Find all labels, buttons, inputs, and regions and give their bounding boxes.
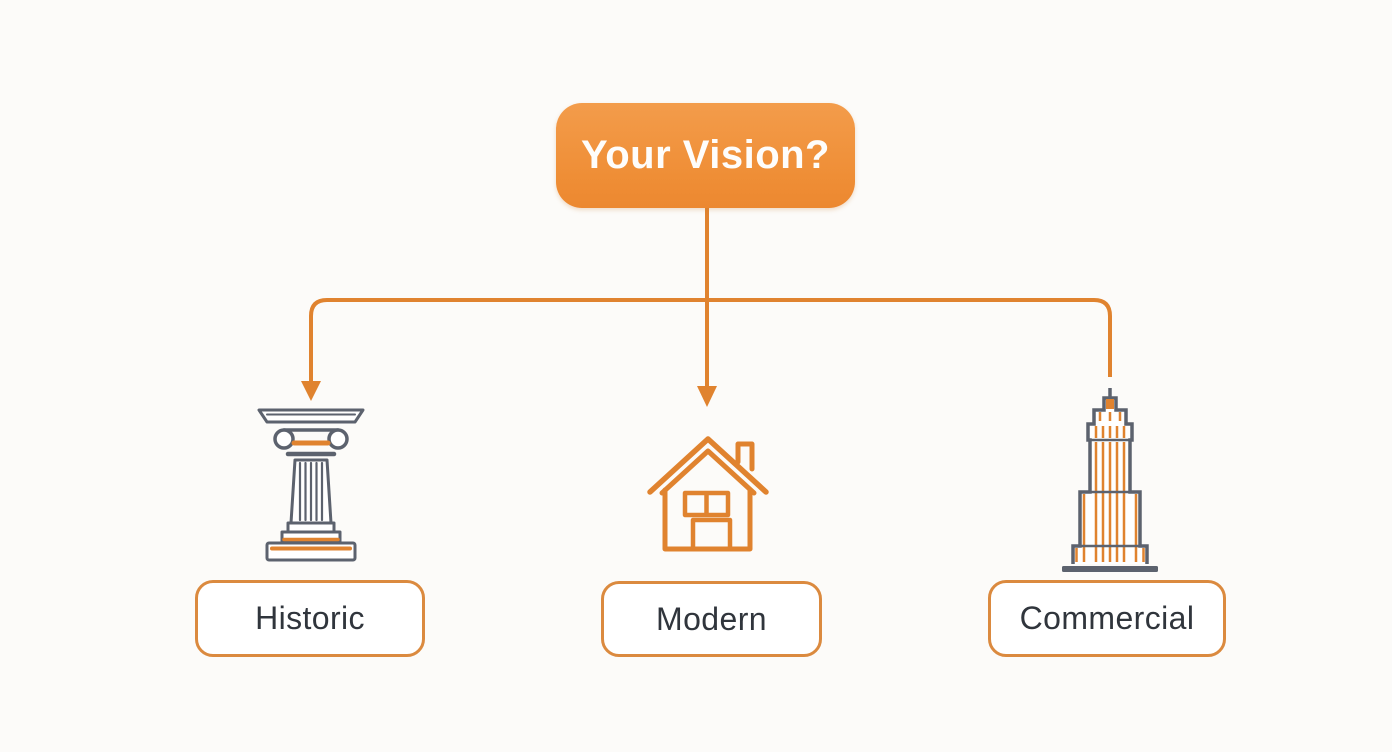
skyscraper-spire-tip (1106, 399, 1114, 409)
leaf-node-historic: Historic (195, 580, 425, 657)
column-fluting (298, 461, 324, 522)
leaf-label-commercial: Commercial (1019, 600, 1195, 636)
skyscraper-ground-bar (1062, 566, 1158, 572)
column-volute-left (273, 428, 295, 450)
skyscraper-icon (1062, 388, 1158, 572)
root-node: Your Vision? (556, 103, 855, 208)
leaf-node-modern: Modern (601, 581, 822, 657)
skyscraper-stripes-wings (1082, 494, 1138, 562)
column-abacus (257, 408, 365, 424)
skyscraper-stripes-shaft (1094, 442, 1126, 562)
classical-column-icon (257, 408, 365, 562)
leaf-label-historic: Historic (255, 600, 365, 636)
arrow-down-left-icon (301, 381, 321, 401)
arrow-down-middle-icon (697, 386, 717, 407)
house-icon (647, 436, 769, 552)
column-volute-right (327, 428, 349, 450)
leaf-node-commercial: Commercial (988, 580, 1226, 657)
house-window (682, 490, 731, 518)
column-base-slab (265, 541, 357, 562)
house-door (690, 517, 733, 552)
connector-bracket-line (309, 298, 1112, 383)
house-roof-outer (647, 436, 769, 495)
house-roof-inner (659, 448, 757, 496)
leaf-label-modern: Modern (656, 600, 767, 637)
root-node-label: Your Vision? (581, 133, 830, 177)
skyscraper-tier-lines (1073, 438, 1147, 548)
skyscraper-stripes-outer-wings (1075, 548, 1145, 562)
house-body (662, 487, 753, 552)
house-chimney (735, 441, 755, 472)
skyscraper-stripes-tier2 (1094, 426, 1126, 438)
skyscraper-stripes-tier1 (1098, 412, 1122, 421)
